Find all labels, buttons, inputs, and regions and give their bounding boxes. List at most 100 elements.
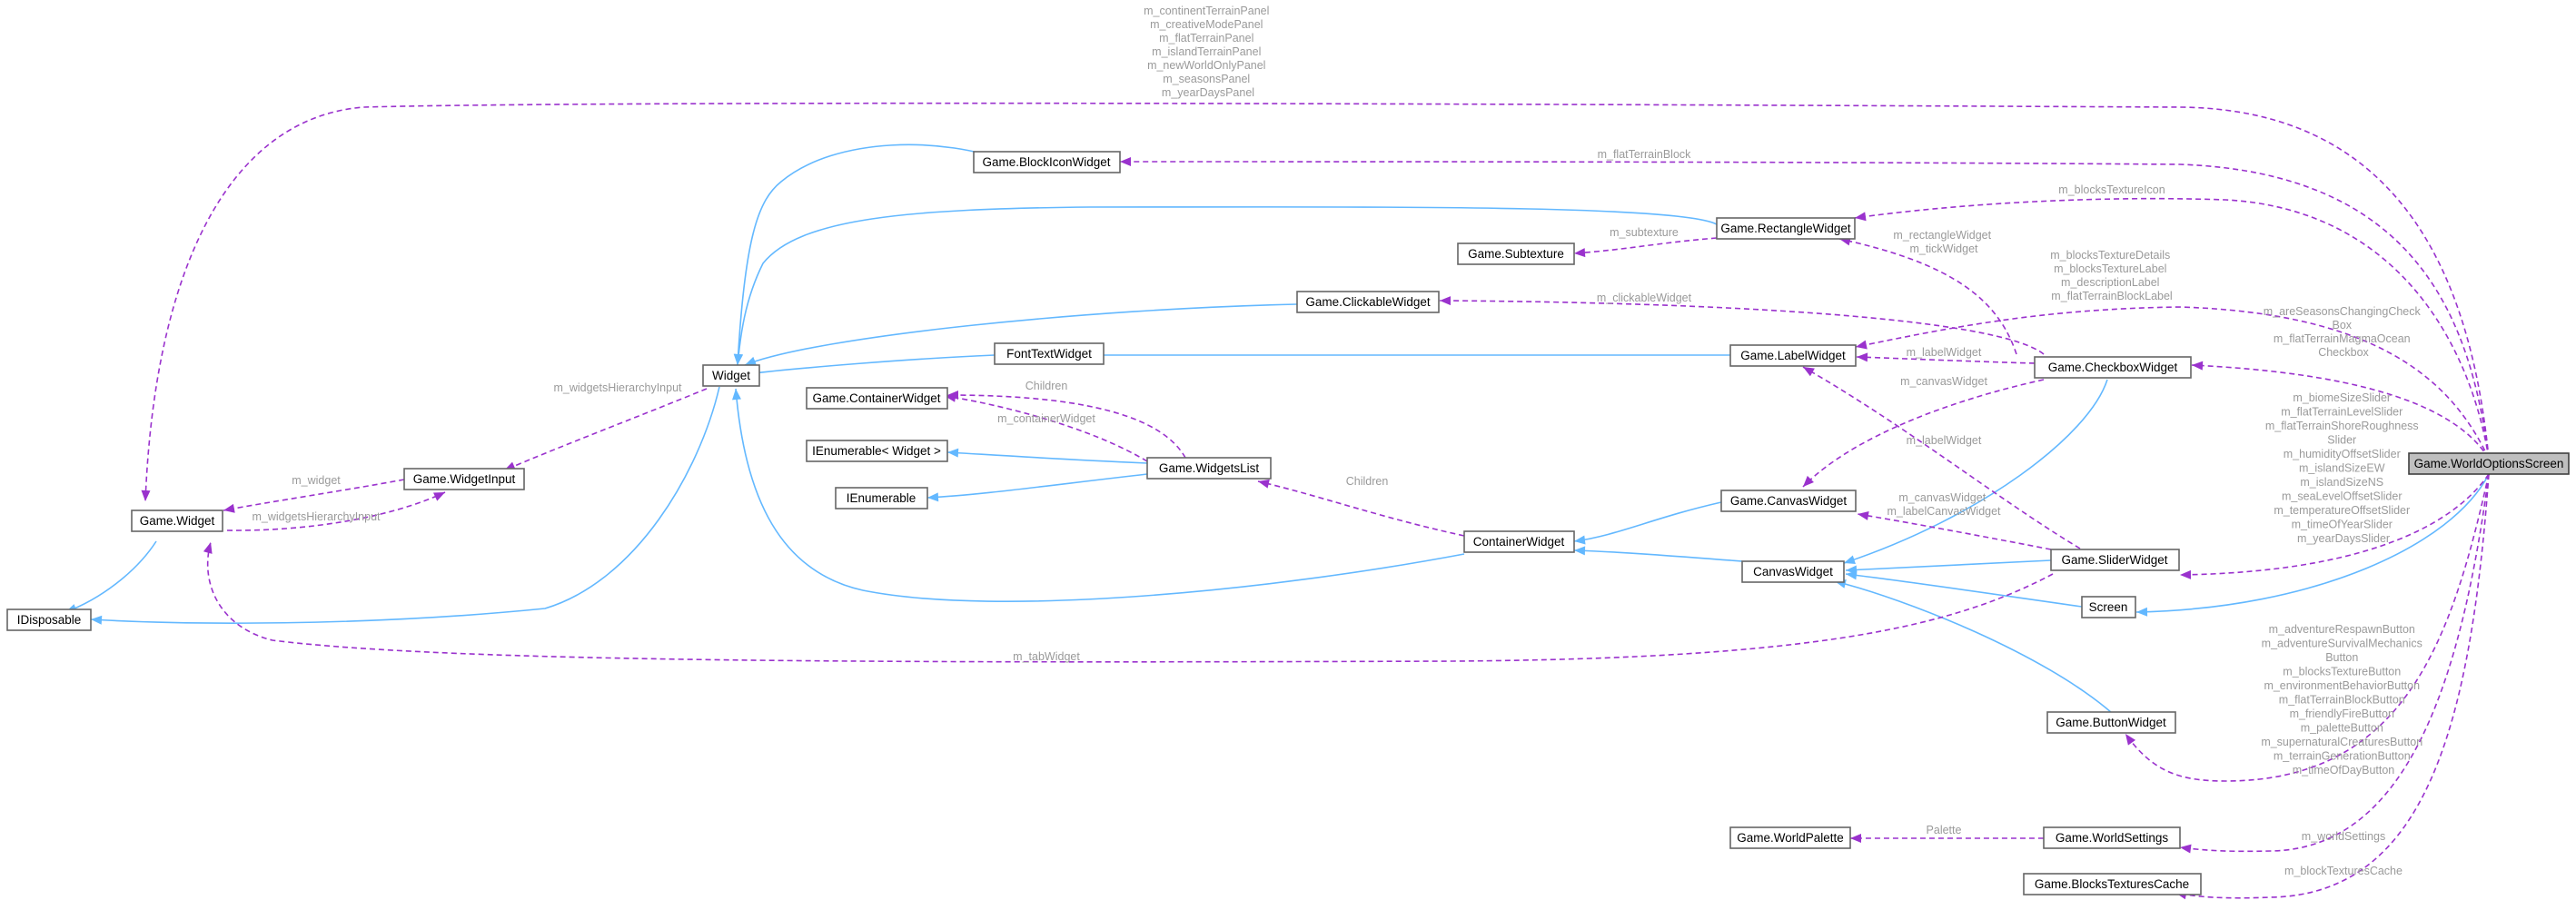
svg-text:Game.WidgetInput: Game.WidgetInput: [413, 472, 516, 486]
edge-widgetslist-inherits-ienumerable: [926, 473, 1148, 502]
svg-text:Game.Subtexture: Game.Subtexture: [1468, 247, 1564, 261]
svg-text:Game.Widget: Game.Widget: [140, 514, 215, 528]
class-node-ienumerable[interactable]: IEnumerable: [835, 487, 928, 509]
edge-label-children-container: Children: [1025, 380, 1068, 392]
class-node-game-world-settings[interactable]: Game.WorldSettings: [2043, 826, 2181, 849]
class-node-game-world-options-screen[interactable]: Game.WorldOptionsScreen: [2408, 452, 2570, 475]
edge-label-palette: Palette: [1927, 824, 1962, 836]
svg-text:Game.CheckboxWidget: Game.CheckboxWidget: [2048, 361, 2178, 374]
class-node-game-subtexture[interactable]: Game.Subtexture: [1457, 242, 1575, 265]
svg-text:Game.BlocksTexturesCache: Game.BlocksTexturesCache: [2035, 877, 2189, 891]
edge-widgets-hierarchy-input: [503, 388, 708, 471]
class-node-game-checkbox-widget[interactable]: Game.CheckboxWidget: [2034, 356, 2192, 379]
svg-text:Game.ButtonWidget: Game.ButtonWidget: [2056, 716, 2166, 729]
svg-text:Game.ClickableWidget: Game.ClickableWidget: [1305, 295, 1431, 309]
edge-label-container-widget: m_containerWidget: [997, 412, 1095, 425]
edge-panels-to-gamewidget: [141, 102, 2490, 502]
edge-widgetslist-inherits-ienumerable-widget: [946, 448, 1148, 464]
edge-fonttextwidget-inherits-widget: [744, 354, 996, 378]
edge-label-blocks-texture-icon: m_blocksTextureIcon: [2058, 183, 2165, 196]
class-node-game-container-widget[interactable]: Game.ContainerWidget: [806, 387, 948, 410]
edge-sliderwidget-inherits-canvaswidget: [1845, 559, 2052, 575]
edge-canvas-widget-checkbox: [1802, 379, 2045, 488]
edge-blockiconwidget-inherits-widget: [733, 143, 1011, 366]
edge-label-widget-slider: [1802, 366, 2081, 549]
class-node-game-slider-widget[interactable]: Game.SliderWidget: [2050, 549, 2180, 571]
svg-text:Game.WidgetsList: Game.WidgetsList: [1159, 461, 1260, 475]
edge-label-canvas-label-slider: m_canvasWidget m_labelCanvasWidget: [1887, 491, 2001, 518]
edge-label-widgets-hierarchy-input: m_widgetsHierarchyInput: [553, 381, 682, 394]
class-node-game-button-widget[interactable]: Game.ButtonWidget: [2046, 711, 2176, 734]
edge-checkbox-group: [2191, 361, 2490, 460]
svg-text:Game.ContainerWidget: Game.ContainerWidget: [812, 391, 940, 405]
svg-text:Game.BlockIconWidget: Game.BlockIconWidget: [982, 155, 1110, 169]
class-node-game-widget-input[interactable]: Game.WidgetInput: [403, 468, 525, 490]
edge-canvaswidget-inherits-containerwidget: [1573, 546, 1743, 562]
edge-label-label-widget-slider: m_labelWidget: [1907, 434, 1982, 447]
class-node-idisposable[interactable]: IDisposable: [6, 608, 92, 631]
edge-label-children-list: Children: [1346, 475, 1389, 488]
class-node-game-widget[interactable]: Game.Widget: [131, 509, 223, 532]
edge-blockstextureicon: [1854, 197, 2490, 460]
edge-world-settings: [2179, 473, 2490, 854]
edge-buttonwidget-inherits-canvaswidget: [1834, 579, 2113, 714]
edge-label-slider-group: m_biomeSizeSlider m_flatTerrainLevelSlid…: [2265, 391, 2422, 545]
class-node-game-label-widget[interactable]: Game.LabelWidget: [1729, 344, 1857, 367]
edge-clickablewidget-inherits-widget: [744, 303, 1298, 366]
class-node-game-clickable-widget[interactable]: Game.ClickableWidget: [1296, 291, 1440, 313]
class-node-container-widget[interactable]: ContainerWidget: [1463, 530, 1575, 553]
class-node-screen[interactable]: Screen: [2081, 596, 2136, 618]
edge-rectanglewidget-inherits-widget: [734, 206, 1718, 366]
svg-text:Game.RectangleWidget: Game.RectangleWidget: [1720, 222, 1851, 235]
svg-text:Game.CanvasWidget: Game.CanvasWidget: [1730, 494, 1848, 508]
edge-tab-widget: [203, 541, 2054, 663]
edge-checkboxwidget-inherits-canvaswidget: [1843, 379, 2108, 564]
edge-label-tab-widget: m_tabWidget: [1013, 650, 1080, 663]
edge-label-label-widget-checkbox: m_labelWidget: [1907, 346, 1982, 359]
class-node-game-widgets-list[interactable]: Game.WidgetsList: [1146, 457, 1272, 480]
svg-text:IEnumerable: IEnumerable: [847, 491, 916, 505]
class-node-widget[interactable]: Widget: [702, 364, 760, 387]
edge-label-group: [1855, 306, 2490, 460]
edge-label-widget-checkbox: [1856, 352, 2036, 364]
edge-label-rectangle-tick: m_rectangleWidget m_tickWidget: [1893, 229, 1994, 255]
edge-slider-group: [2179, 473, 2490, 579]
edge-containerwidget-inherits-widget: [732, 388, 1465, 602]
svg-text:Game.WorldOptionsScreen: Game.WorldOptionsScreen: [2414, 457, 2564, 470]
class-node-game-world-palette[interactable]: Game.WorldPalette: [1729, 826, 1851, 849]
class-node-canvas-widget[interactable]: CanvasWidget: [1741, 560, 1845, 583]
svg-text:Widget: Widget: [712, 369, 750, 382]
edge-gamecanvaswidget-inherits-containerwidget: [1573, 501, 1722, 545]
edge-rectangle-tick: [1838, 236, 2017, 355]
edge-screen-inherits-canvaswidget: [1845, 570, 2083, 608]
edge-label-widget-input-widget: m_widget: [292, 474, 341, 487]
edge-gamewidget-inherits-idisposable: [64, 540, 157, 613]
svg-text:IEnumerable< Widget >: IEnumerable< Widget >: [812, 444, 941, 458]
class-node-ienumerable-widget[interactable]: IEnumerable< Widget >: [806, 440, 948, 462]
edge-label-canvas-widget-checkbox: m_canvasWidget: [1900, 375, 1987, 388]
edge-widget-input-widget: [223, 479, 405, 513]
edge-blocks-textures-cache: [2175, 473, 2490, 900]
edge-widget-inherits-idisposable: [90, 386, 720, 625]
svg-text:Game.WorldSettings: Game.WorldSettings: [2056, 831, 2169, 845]
svg-text:Game.LabelWidget: Game.LabelWidget: [1740, 349, 1846, 362]
class-node-game-canvas-widget[interactable]: Game.CanvasWidget: [1720, 490, 1857, 512]
class-node-game-rectangle-widget[interactable]: Game.RectangleWidget: [1716, 217, 1856, 240]
edge-children-list: [1257, 479, 1465, 537]
svg-text:Game.WorldPalette: Game.WorldPalette: [1737, 831, 1844, 845]
edge-label-widget-widgets-hierarchy-input: m_widgetsHierarchyInput: [252, 510, 381, 523]
edge-subtexture: [1573, 237, 1718, 258]
svg-text:FontTextWidget: FontTextWidget: [1006, 347, 1092, 361]
class-node-game-blocks-textures-cache[interactable]: Game.BlocksTexturesCache: [2023, 873, 2202, 895]
svg-text:Screen: Screen: [2089, 600, 2128, 614]
class-node-game-block-icon-widget[interactable]: Game.BlockIconWidget: [973, 151, 1121, 173]
edge-widget-widgets-hierarchy-input: [226, 491, 446, 531]
svg-text:IDisposable: IDisposable: [17, 613, 82, 627]
edge-label-button-group: m_adventureRespawnButton m_adventureSurv…: [2261, 623, 2425, 777]
class-node-font-text-widget[interactable]: FontTextWidget: [994, 342, 1105, 365]
edge-label-blocks-textures-cache: m_blockTexturesCache: [2284, 865, 2403, 877]
edge-canvas-label-slider: [1857, 511, 2052, 550]
edge-label-clickable-widget: m_clickableWidget: [1597, 292, 1692, 304]
edge-container-widget: [944, 392, 1148, 462]
